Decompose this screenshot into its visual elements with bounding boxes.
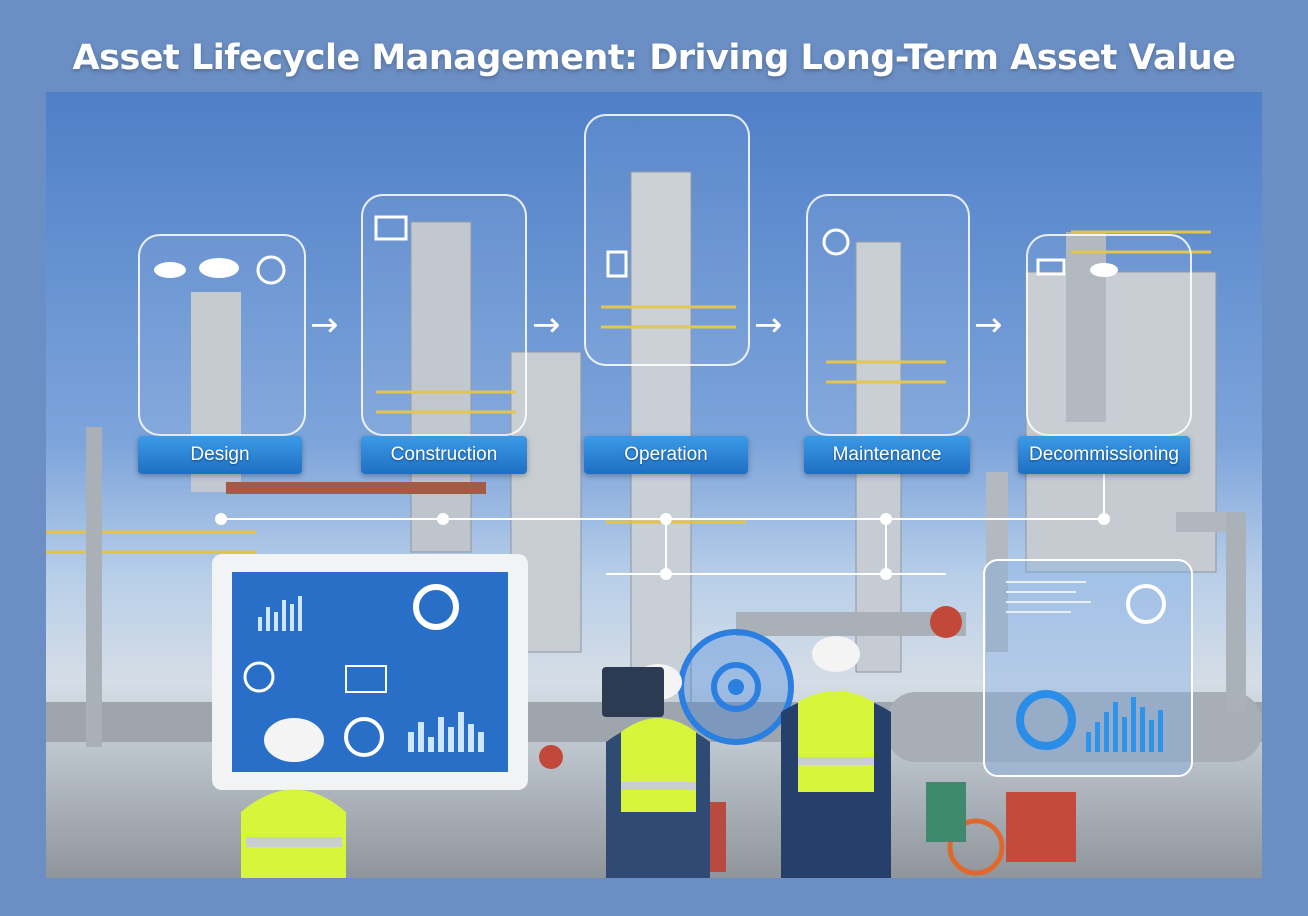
- page-title: Asset Lifecycle Management: Driving Long…: [72, 38, 1236, 78]
- tablet-dashboard: [212, 554, 528, 790]
- stage-icons: [154, 215, 1118, 285]
- arrow-right-icon: →: [754, 305, 783, 345]
- stage-label-design: Design: [138, 436, 302, 474]
- valves: [539, 606, 1076, 876]
- connector-nodes: [215, 513, 1110, 580]
- engineer-left: [241, 718, 346, 878]
- industrial-plant-photo: → → → → Design Construction Operation Ma…: [46, 92, 1262, 878]
- gear-hologram: [678, 629, 794, 745]
- stage-label-decommissioning: Decommissioning: [1018, 436, 1190, 474]
- arrow-right-icon: →: [974, 305, 1003, 345]
- arrow-right-icon: →: [532, 305, 561, 345]
- safety-railings: [46, 230, 1211, 554]
- stage-label-operation: Operation: [584, 436, 748, 474]
- maintenance-stage-frame: [806, 194, 970, 436]
- arrow-right-icon: →: [310, 305, 339, 345]
- decommissioning-stage-frame: [1026, 234, 1192, 436]
- engineers: [241, 636, 891, 878]
- design-stage-frame: [138, 234, 306, 436]
- operation-stage-frame: [584, 114, 750, 366]
- stage-label-construction: Construction: [361, 436, 527, 474]
- construction-stage-frame: [361, 194, 527, 436]
- hologram-analytics-panel: [983, 559, 1193, 777]
- engineer-right: [781, 636, 891, 878]
- handheld-tablet: [602, 667, 664, 717]
- stage-label-maintenance: Maintenance: [804, 436, 970, 474]
